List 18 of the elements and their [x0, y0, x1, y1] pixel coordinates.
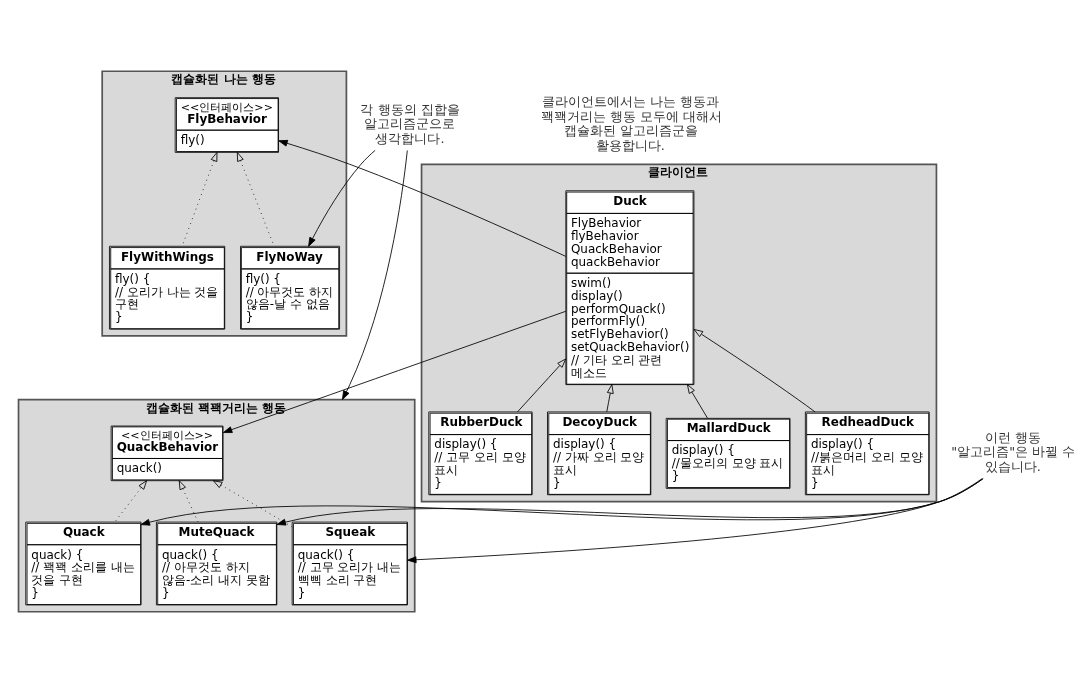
arrow — [278, 139, 567, 257]
arrow — [181, 151, 218, 246]
arrow — [687, 383, 708, 418]
arrow — [276, 477, 984, 525]
arrow — [236, 151, 275, 246]
label: 클라이언트에서는 나는 행동과 꽥꽥거리는 행동 모두에 대해서 캡슐화된 알고리즘군을 활용합니다. — [540, 93, 722, 153]
arrow — [140, 477, 984, 526]
arrow — [114, 479, 148, 522]
arrow — [517, 358, 567, 412]
arrow — [407, 477, 983, 563]
node-text: 각 행동의 집합을 알고리즘군으로 생각합니다. — [360, 101, 460, 146]
arrow — [222, 310, 567, 433]
arrow — [342, 149, 408, 400]
node-text: 이런 행동 "알고리즘"은 바뀔 수 있습니다. — [951, 429, 1076, 474]
arrow — [606, 383, 614, 412]
arrow — [178, 479, 199, 522]
arrow — [308, 149, 376, 247]
arrow — [693, 328, 816, 412]
